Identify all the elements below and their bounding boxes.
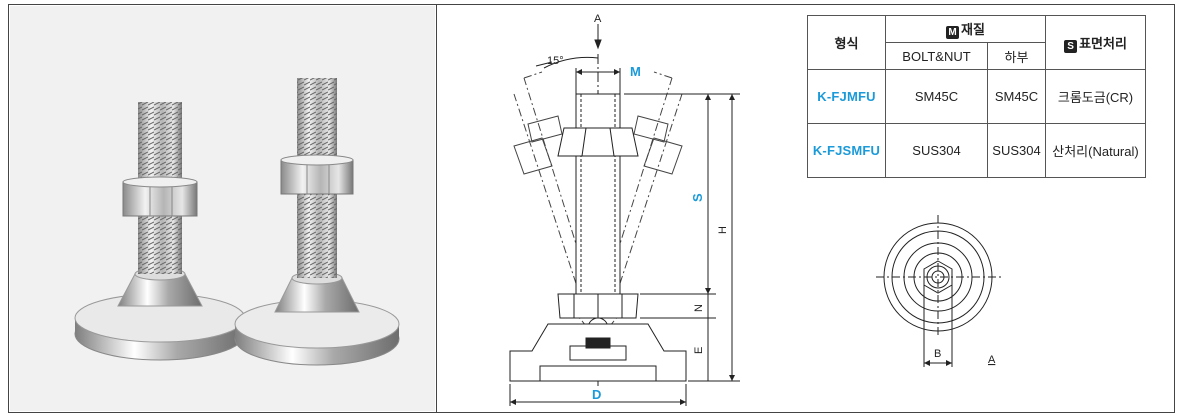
panel-divider <box>436 4 437 413</box>
technical-drawing: A 15° M S H N E D <box>440 6 800 411</box>
sub-lower-header: 하부 <box>987 42 1046 70</box>
top-view-svg: B A <box>876 215 1002 367</box>
m-badge: M <box>946 26 960 39</box>
top-view-drawing: B A <box>868 205 1028 385</box>
base-pad <box>509 323 687 382</box>
hex-nut <box>923 260 953 294</box>
lower-material-cell: SM45C <box>987 69 1046 124</box>
left-leveling-foot <box>74 102 246 361</box>
n-label: N <box>693 304 705 312</box>
base-rubber <box>539 365 657 382</box>
e-label: E <box>693 347 705 354</box>
bolt-material-cell: SM45C <box>885 69 988 124</box>
col-surface-label: 표면처리 <box>1079 35 1127 51</box>
product-photo <box>10 6 435 411</box>
outer-frame <box>8 4 1175 413</box>
col-material-label: 재질 <box>961 22 985 37</box>
surface-cell: 크롬도금(CR) <box>1045 69 1146 124</box>
table-row: K-FJMFU SM45C SM45C 크롬도금(CR) <box>807 69 1146 124</box>
view-a-caption: A <box>988 354 996 366</box>
upper-nut <box>557 127 639 157</box>
base-outer-circle <box>883 222 993 332</box>
surface-cell: 산처리(Natural) <box>1045 123 1146 178</box>
s-label: S <box>690 193 705 202</box>
b-label: B <box>934 348 941 360</box>
leveling-foot-photo-illustration <box>74 78 400 366</box>
table-row: K-FJSMFU SUS304 SUS304 산처리(Natural) <box>807 123 1146 178</box>
bolt-body <box>575 93 621 295</box>
bolt-material-cell: SUS304 <box>885 123 988 178</box>
angle-arc <box>543 56 599 69</box>
s-badge: S <box>1064 39 1078 53</box>
d-label: D <box>592 387 601 402</box>
view-arrow-head <box>594 39 602 50</box>
sub-bolt-header: BOLT&NUT <box>885 42 988 70</box>
right-leveling-foot <box>234 78 400 366</box>
tilt-nuts <box>513 115 683 175</box>
lower-material-cell: SUS304 <box>987 123 1046 178</box>
side-view-drawing: A 15° M S H N E D <box>509 13 740 406</box>
m-label: M <box>630 64 641 79</box>
angle-label: 15° <box>547 55 564 67</box>
model-cell: K-FJMFU <box>807 69 886 124</box>
col-type-header: 형식 <box>807 15 886 70</box>
base-insert <box>585 337 611 349</box>
model-cell: K-FJSMFU <box>807 123 886 178</box>
view-a-label: A <box>594 13 602 25</box>
h-label: H <box>717 226 729 234</box>
